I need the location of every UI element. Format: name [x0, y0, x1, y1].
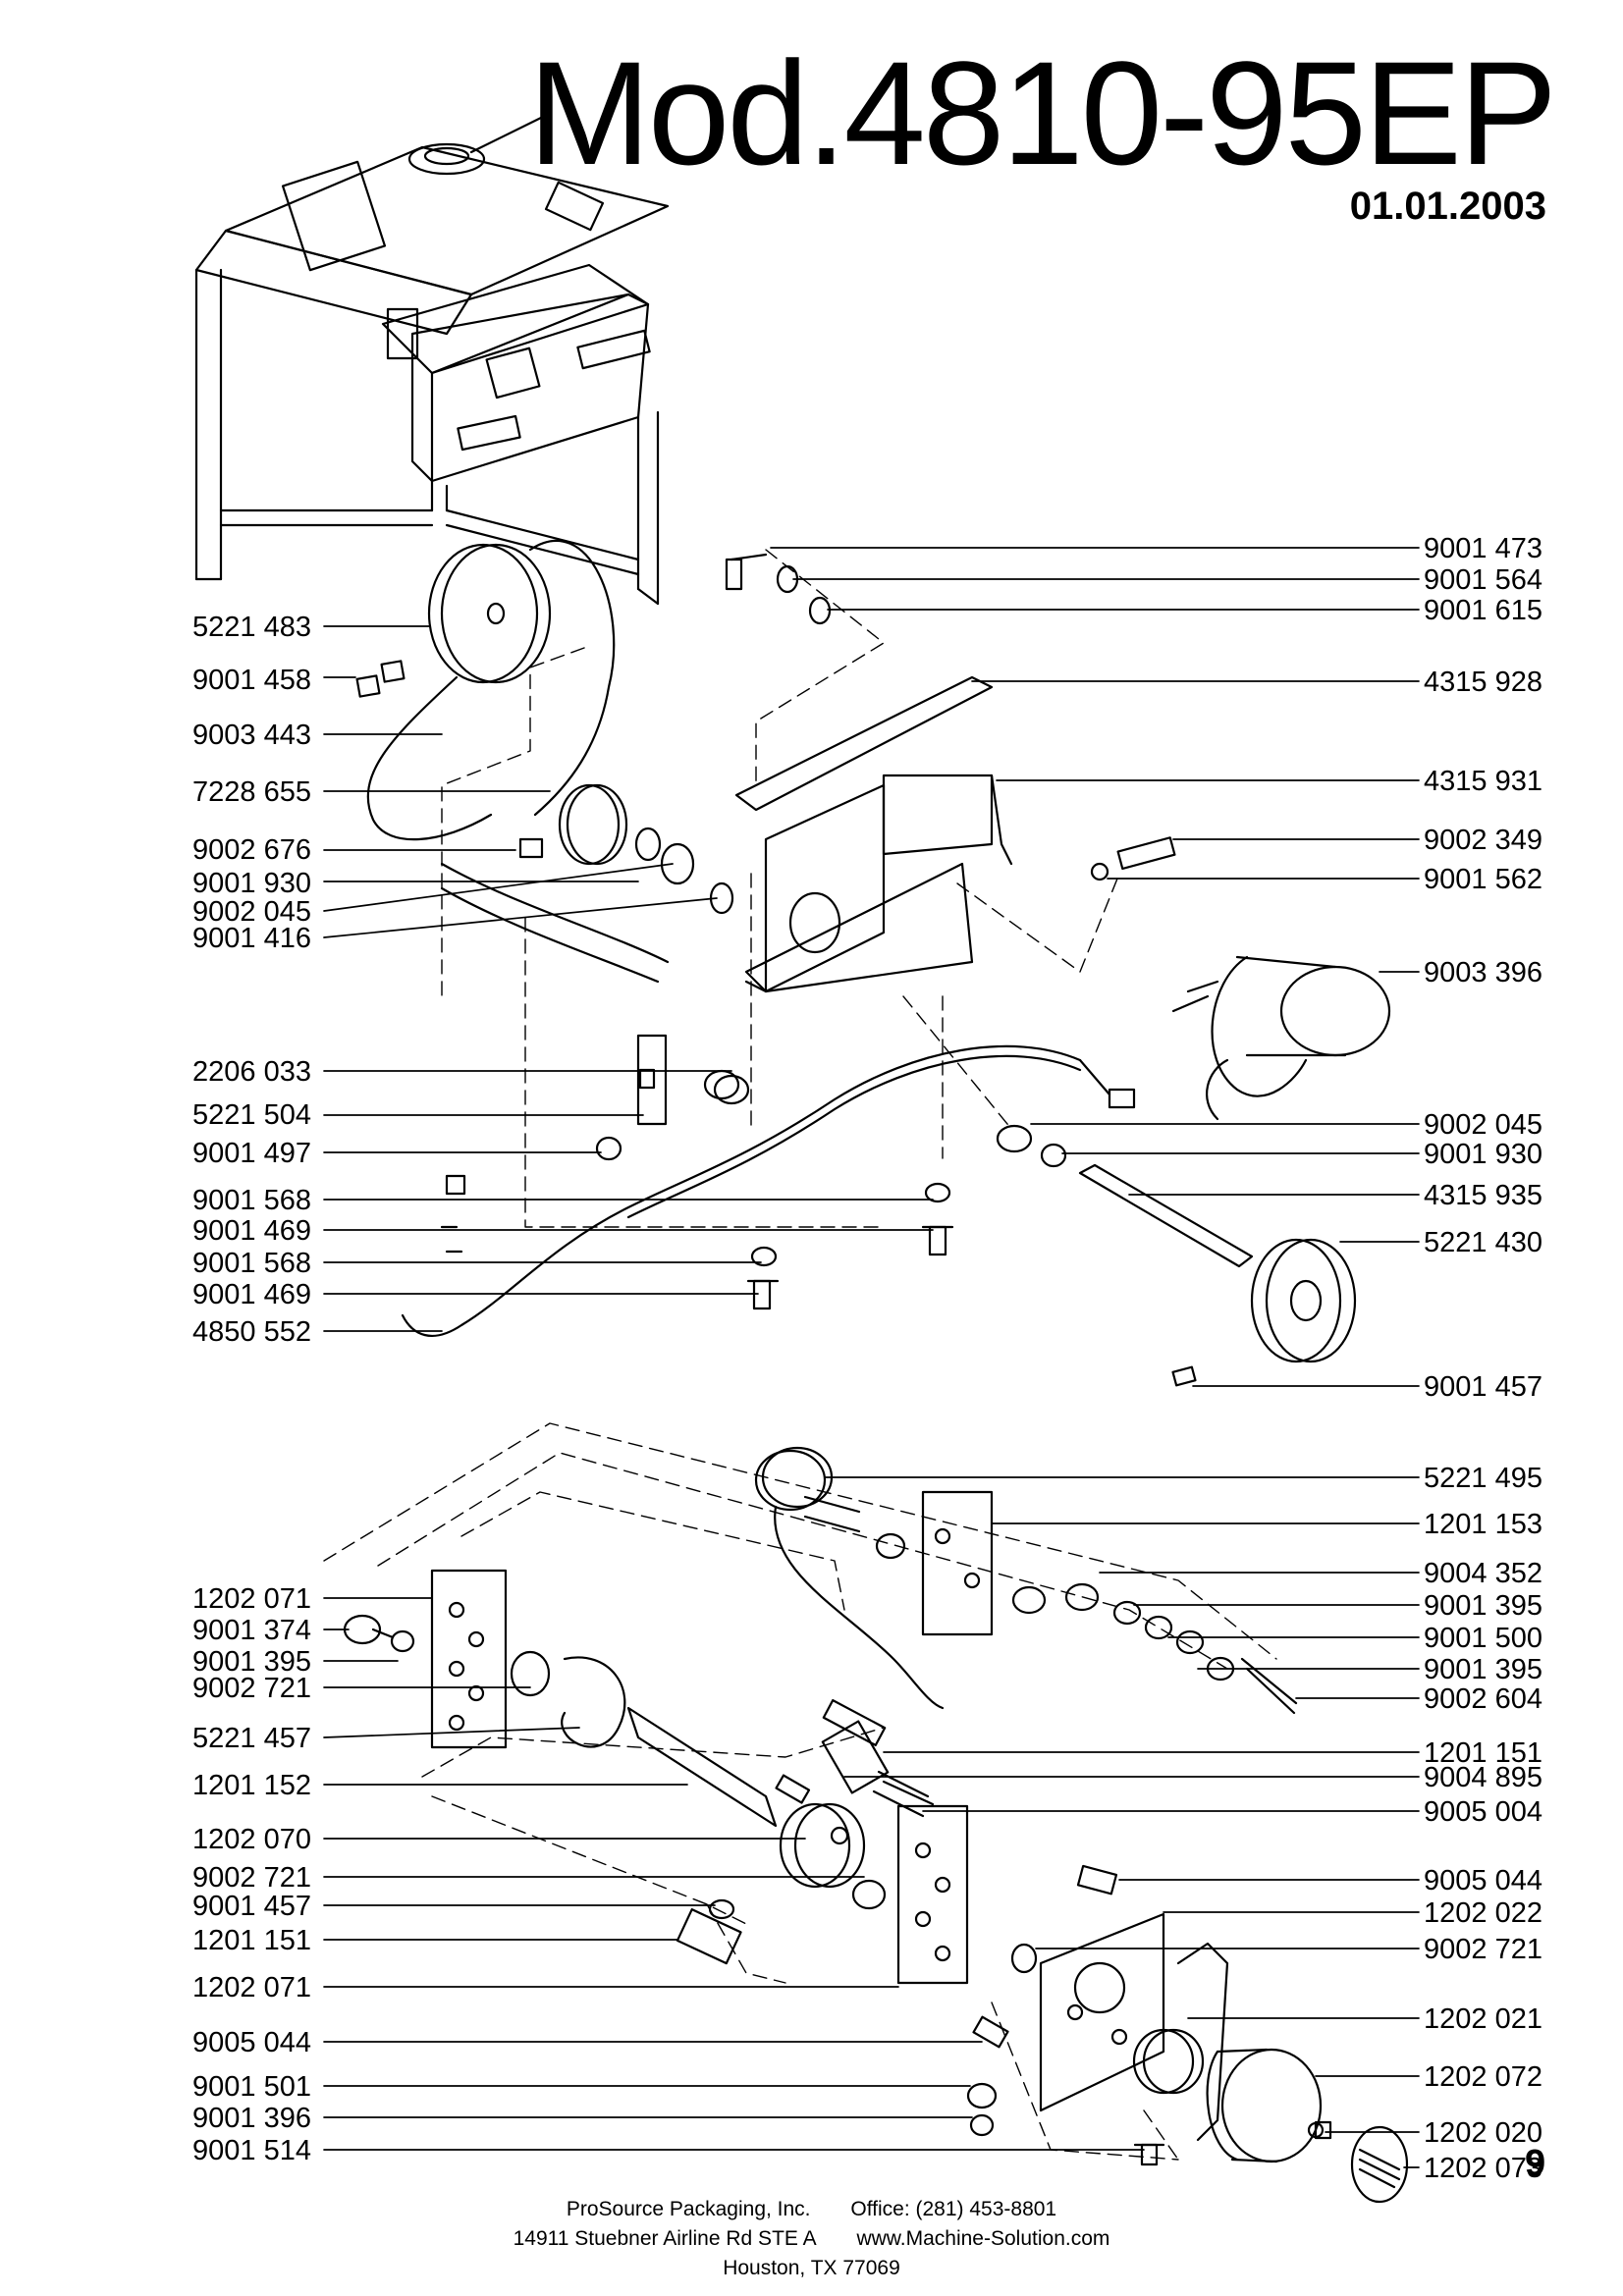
part-number-label: 9001 374: [192, 1615, 311, 1646]
part-number-label: 1202 022: [1424, 1897, 1542, 1929]
footer-line-1: ProSource Packaging, Inc. Office: (281) …: [0, 2195, 1623, 2224]
part-number-label: 9001 395: [1424, 1654, 1542, 1685]
part-number-label: 9001 568: [192, 1248, 311, 1279]
part-number-label: 9002 676: [192, 834, 311, 866]
part-number-label: 5221 504: [192, 1099, 311, 1131]
part-number-label: 4850 552: [192, 1316, 311, 1348]
part-number-label: 9003 443: [192, 720, 311, 751]
leader-lines: [323, 547, 1420, 2168]
part-number-label: 9001 562: [1424, 864, 1542, 895]
upper-guide-lines: [441, 549, 1120, 1228]
part-number-label: 9001 457: [1424, 1371, 1542, 1403]
part-number-label: 9002 604: [1424, 1683, 1542, 1715]
part-number-label: 4315 931: [1424, 766, 1542, 797]
part-number-label: 1201 153: [1424, 1509, 1542, 1540]
part-number-label: 9002 721: [192, 1673, 311, 1704]
model-title: Mod.4810-95EP: [527, 30, 1557, 195]
street-address: 14911 Stuebner Airline Rd STE A: [513, 2227, 817, 2250]
part-number-label: 9002 045: [192, 896, 311, 928]
part-number-label: 1201 152: [192, 1770, 311, 1801]
part-number-label: 9001 564: [1424, 564, 1542, 596]
city-line: Houston, TX 77069: [723, 2257, 900, 2279]
part-number-label: 9001 930: [192, 868, 311, 899]
part-number-label: 1201 151: [192, 1925, 311, 1956]
part-number-label: 1202 021: [1424, 2003, 1542, 2035]
part-number-label: 9004 352: [1424, 1558, 1542, 1589]
part-number-label: 1202 071: [192, 1972, 311, 2003]
part-number-label: 9001 457: [192, 1891, 311, 1922]
part-number-label: 9001 469: [192, 1279, 311, 1310]
part-number-label: 1202 073: [1424, 2153, 1542, 2184]
part-number-label: 9005 044: [192, 2027, 311, 2058]
part-number-label: 9002 721: [192, 1862, 311, 1894]
part-number-label: 5221 430: [1424, 1227, 1542, 1258]
part-number-label: 4315 928: [1424, 667, 1542, 698]
company-name: ProSource Packaging, Inc.: [566, 2198, 811, 2220]
part-number-label: 1202 020: [1424, 2117, 1542, 2149]
part-number-label: 1202 071: [192, 1583, 311, 1615]
part-number-label: 9002 721: [1424, 1934, 1542, 1965]
machine-illustration: [194, 114, 670, 606]
part-number-label: 1202 072: [1424, 2061, 1542, 2093]
part-number-label: 9003 396: [1424, 957, 1542, 988]
page-number: 9: [1525, 2143, 1546, 2184]
upper-drive-assembly: [355, 539, 1391, 1387]
part-number-label: 1201 151: [1424, 1737, 1542, 1769]
part-number-label: 9001 458: [192, 665, 311, 696]
part-number-label: 9001 497: [192, 1138, 311, 1169]
lower-guide-lines: [323, 1422, 1277, 2161]
part-number-label: 9001 395: [1424, 1590, 1542, 1622]
lower-assembly: [343, 1446, 1409, 2204]
footer-line-2: 14911 Stuebner Airline Rd STE A www.Mach…: [0, 2224, 1623, 2254]
part-number-label: 9001 930: [1424, 1139, 1542, 1170]
part-number-label: 9001 500: [1424, 1623, 1542, 1654]
part-number-label: 7228 655: [192, 776, 311, 808]
part-number-label: 9002 045: [1424, 1109, 1542, 1141]
part-number-label: 5221 457: [192, 1723, 311, 1754]
part-number-label: 4315 935: [1424, 1180, 1542, 1211]
part-number-label: 9001 416: [192, 923, 311, 954]
part-number-label: 9005 044: [1424, 1865, 1542, 1896]
part-number-label: 5221 483: [192, 612, 311, 643]
part-number-label: 9005 004: [1424, 1796, 1542, 1828]
part-number-label: 5221 495: [1424, 1463, 1542, 1494]
part-number-label: 9001 501: [192, 2071, 311, 2103]
part-number-label: 9004 895: [1424, 1762, 1542, 1793]
part-number-label: 9001 395: [192, 1646, 311, 1678]
part-number-label: 9001 568: [192, 1185, 311, 1216]
part-number-label: 9001 473: [1424, 533, 1542, 564]
part-number-label: 1202 070: [192, 1824, 311, 1855]
office-phone: Office: (281) 453-8801: [850, 2198, 1057, 2220]
part-number-label: 9002 349: [1424, 825, 1542, 856]
part-number-label: 9001 615: [1424, 595, 1542, 626]
part-number-label: 9001 514: [192, 2135, 311, 2166]
website-link[interactable]: www.Machine-Solution.com: [856, 2227, 1110, 2250]
part-number-label: 2206 033: [192, 1056, 311, 1088]
document-date: 01.01.2003: [1349, 185, 1546, 228]
part-number-label: 9001 396: [192, 2103, 311, 2134]
part-number-label: 9001 469: [192, 1215, 311, 1247]
